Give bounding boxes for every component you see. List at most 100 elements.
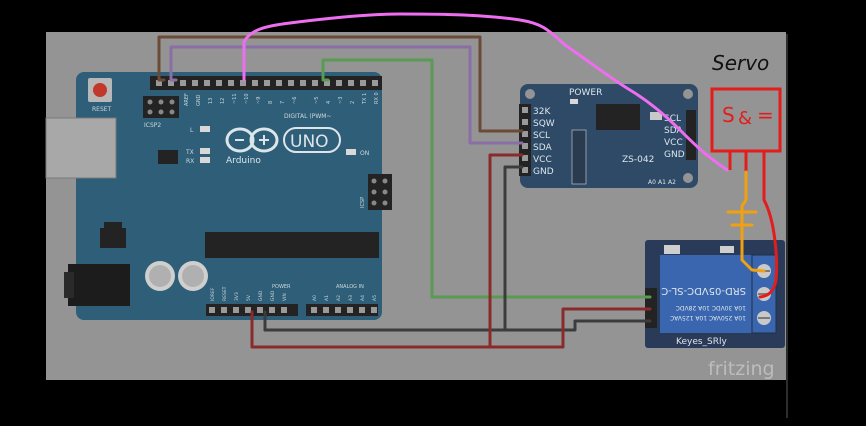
header-pin: [245, 307, 251, 313]
capacitors: [145, 261, 208, 291]
header-pin: [168, 80, 174, 86]
crystal: [158, 150, 178, 164]
power-label: POWER: [272, 284, 291, 290]
servo-label: Servo: [712, 51, 769, 75]
header-pin: [288, 80, 294, 86]
header-pin: [252, 80, 258, 86]
aref-label: AREF: [184, 93, 190, 106]
header-pin: [269, 307, 275, 313]
rtc-right-pin-label: SDA: [664, 126, 683, 136]
power-pin-label: VIN: [282, 293, 288, 301]
rtc-model: ZS-042: [622, 155, 654, 165]
header-pin: [281, 307, 287, 313]
analog-pin-label: A3: [348, 295, 354, 301]
arduino-logo-icon: [225, 127, 279, 153]
rtc-pin: [522, 155, 528, 161]
relay-text: 10A 250VAC 10A 125VAC 10A 30VDC 10A 28VD…: [661, 285, 746, 321]
digital-pin-label: 2: [350, 101, 356, 104]
wire-sda-purple: [169, 45, 524, 145]
wires: [157, 12, 779, 349]
power-pin-label: IOREF: [210, 287, 216, 301]
svg-text:SRD-05VDC-SL-C: SRD-05VDC-SL-C: [661, 285, 746, 296]
led-rx: [200, 157, 210, 163]
header-pin: [359, 307, 365, 313]
power-pin-label: 3V3: [234, 292, 240, 301]
header-pin: [264, 80, 270, 86]
fritzing-watermark: fritzing: [708, 358, 775, 380]
header-pin: [324, 80, 330, 86]
header-pin: [209, 307, 215, 313]
atmega-chip: [205, 232, 379, 258]
header-pin: [233, 307, 239, 313]
digital-pin-label: 13: [208, 98, 214, 104]
servo-symbol-gnd: =: [757, 103, 774, 127]
rtc-pin: [522, 143, 528, 149]
icsp-label: ICSP: [360, 197, 366, 208]
svg-text:10A 250VAC 10A 125VAC: 10A 250VAC 10A 125VAC: [670, 314, 746, 321]
rtc-addr-label: A2: [668, 179, 676, 186]
header-pin: [312, 80, 318, 86]
digital-pin-label: 7: [280, 101, 286, 104]
digital-pin-label: RX 0: [374, 92, 380, 104]
wire-signal-green: [321, 58, 652, 299]
header-pin: [323, 307, 329, 313]
header-pin: [348, 80, 354, 86]
gnd-top-label: GND: [196, 94, 202, 106]
uno-text: UNO: [290, 132, 329, 152]
power-pin-label: 5V: [246, 294, 252, 301]
reset-label: RESET: [92, 106, 112, 113]
header-pin: [192, 80, 198, 86]
icsp-header: [368, 174, 392, 210]
header-pin: [204, 80, 210, 86]
digital-pin-label: 8: [268, 101, 274, 104]
header-pin: [276, 80, 282, 86]
rtc-pin-label: SQW: [533, 119, 555, 129]
led-tx-label: TX: [185, 149, 194, 156]
header-pin: [221, 307, 227, 313]
servo-symbol-s: S: [722, 103, 735, 127]
analog-pin-label: A0: [312, 295, 318, 301]
header-pin: [371, 307, 377, 313]
led-l-label: L: [190, 127, 194, 134]
header-pin: [372, 80, 378, 86]
arduino-brand: Arduino: [226, 156, 261, 166]
digital-pin-label: ~9: [256, 97, 262, 104]
analog-pin-label: A5: [372, 295, 378, 301]
header-pin: [228, 80, 234, 86]
svg-text:10A 30VDC 10A 28VDC: 10A 30VDC 10A 28VDC: [676, 304, 746, 311]
analog-label: ANALOG IN: [336, 284, 364, 290]
header-pin: [336, 80, 342, 86]
icsp2-header: [143, 96, 179, 118]
rtc-right-header: [686, 110, 696, 160]
wire-scl-brown: [157, 35, 524, 133]
digital-pin-label: ~6: [292, 97, 298, 104]
rtc-left-header: [519, 104, 531, 176]
power-pin-label: RESET: [222, 286, 228, 301]
power-pin-label: GND: [270, 290, 276, 301]
header-pin: [216, 80, 222, 86]
relay-label: Keyes_SRly: [676, 337, 728, 347]
header-pin: [335, 307, 341, 313]
usb-connector: [45, 117, 117, 179]
header-pin: [180, 80, 186, 86]
regulator: [100, 228, 126, 248]
led-on-label: ON: [360, 150, 369, 157]
analog-pin-label: A1: [324, 295, 330, 301]
rtc-addr-label: A0: [648, 179, 656, 186]
wire-gnd-relay: [263, 319, 652, 332]
header-pin: [360, 80, 366, 86]
relay-module: 10A 250VAC 10A 125VAC 10A 30VDC 10A 28VD…: [645, 240, 785, 348]
header-pin: [347, 307, 353, 313]
led-l: [200, 126, 210, 132]
wire-servo-red: [758, 170, 779, 299]
rtc-pin: [522, 131, 528, 137]
wire-servo-signal-pink: [242, 12, 729, 172]
header-pin: [300, 80, 306, 86]
rtc-pin: [522, 107, 528, 113]
power-jack: [68, 264, 130, 306]
digital-pin-label: ~5: [314, 97, 320, 104]
digital-pin-label: 12: [220, 98, 226, 104]
digital-pin-label: 4: [326, 101, 332, 104]
